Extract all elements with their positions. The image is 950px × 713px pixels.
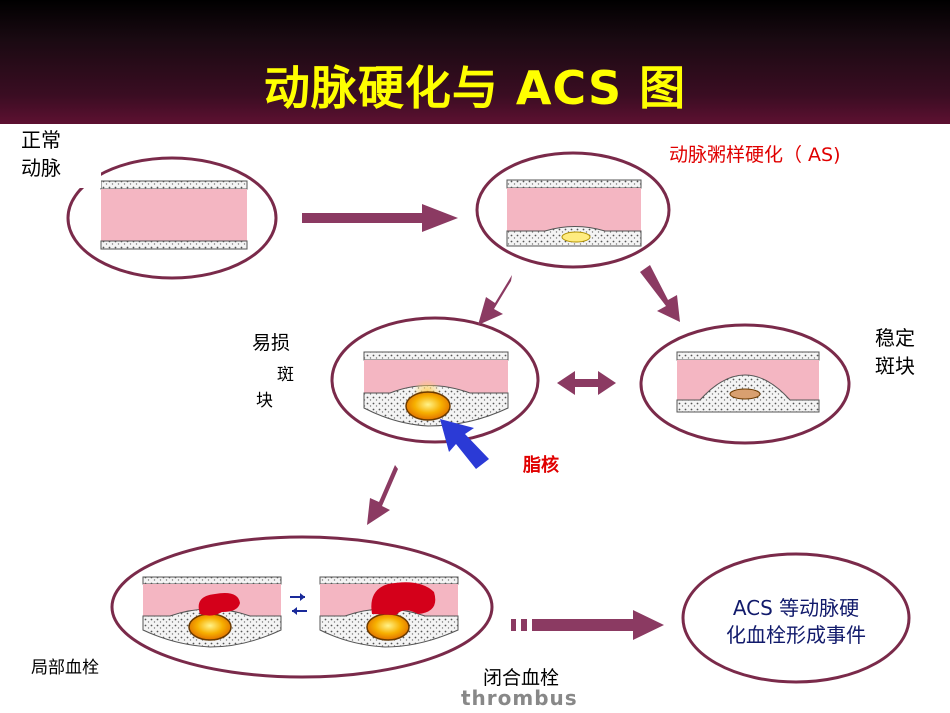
arrow-as-to-stable	[640, 265, 680, 322]
arrow-dash-1	[511, 619, 516, 631]
acs-events-ellipse	[681, 552, 911, 684]
arrow-as-to-vulnerable	[478, 275, 512, 325]
arrow-vulnerable-stable	[557, 371, 616, 395]
acs-events-label: ACS 等动脉硬 化血栓形成事件	[696, 595, 896, 649]
occlusive-thrombus-label: 闭合血栓	[483, 667, 560, 689]
normal-artery-label: 正常 动脉	[18, 126, 101, 188]
atherosclerosis-label: 动脉粥样硬化（ AS)	[665, 138, 845, 169]
thrombus-caption: thrombus	[461, 686, 578, 710]
atherosclerosis-diagram	[475, 151, 671, 269]
arrow-thrombus-to-acs	[532, 610, 664, 640]
stable-plaque-label: 稳定 斑块	[875, 324, 943, 380]
stable-label-line2: 斑块	[875, 354, 915, 378]
lipid-core-pointer-arrow	[440, 419, 489, 469]
slide-title: 动脉硬化与 ACS 图	[263, 61, 687, 115]
stable-plaque-diagram	[639, 323, 851, 445]
normal-artery-diagram	[66, 156, 278, 280]
normal-artery-label-line2: 动脉	[21, 156, 61, 180]
stable-label-line1: 稳定	[875, 326, 915, 350]
vulnerable-label-line3: 块	[256, 391, 273, 411]
vulnerable-label-line2: 斑	[277, 365, 294, 385]
vulnerable-plaque-diagram	[330, 316, 540, 444]
acs-label-line2: 化血栓形成事件	[726, 623, 866, 647]
normal-artery-label-line1: 正常	[21, 128, 61, 152]
arrow-vulnerable-to-thrombus	[367, 465, 398, 525]
local-thrombus-label: 局部血栓	[31, 658, 99, 678]
arrow-normal-to-as	[302, 204, 458, 232]
acs-label-line1: ACS 等动脉硬	[732, 596, 860, 620]
thrombus-diagram	[110, 535, 494, 679]
lipid-core-label: 脂核	[523, 455, 559, 476]
arrow-dash-2	[521, 619, 527, 631]
vulnerable-plaque-label: 易损 斑 块	[240, 322, 340, 412]
vulnerable-label-line1: 易损	[252, 332, 291, 354]
